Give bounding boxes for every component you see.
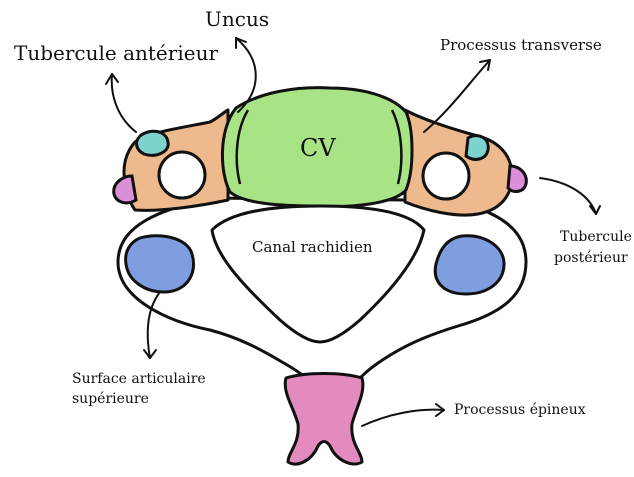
label-canal-rachidien: Canal rachidien [252, 238, 373, 256]
arrow-processus-epineux [362, 410, 444, 426]
right-anterior-tubercle [466, 136, 488, 160]
left-transverse-foramen [159, 152, 205, 198]
arrow-tubercule-anterieur [112, 74, 136, 132]
left-articular-surface [126, 236, 194, 292]
label-uncus: Uncus [205, 7, 269, 31]
left-anterior-tubercle [137, 131, 169, 155]
label-processus-transverse: Processus transverse [440, 36, 602, 54]
label-tubercule-posterieur-2: postérieur [554, 250, 628, 266]
label-tubercule-posterieur-1: Tubercule [560, 229, 632, 245]
spinous-process [285, 374, 363, 465]
right-transverse-foramen [423, 153, 469, 199]
label-cv: CV [300, 134, 336, 162]
right-articular-surface [435, 236, 504, 294]
arrow-tubercule-posterieur [540, 178, 596, 214]
label-surface-articulaire-2: supérieure [72, 391, 149, 407]
right-posterior-tubercle [508, 166, 526, 191]
label-processus-epineux: Processus épineux [454, 402, 586, 418]
label-tubercule-anterieur: Tubercule antérieur [14, 41, 218, 65]
label-surface-articulaire-1: Surface articulaire [72, 371, 206, 387]
left-posterior-tubercle [114, 176, 136, 203]
